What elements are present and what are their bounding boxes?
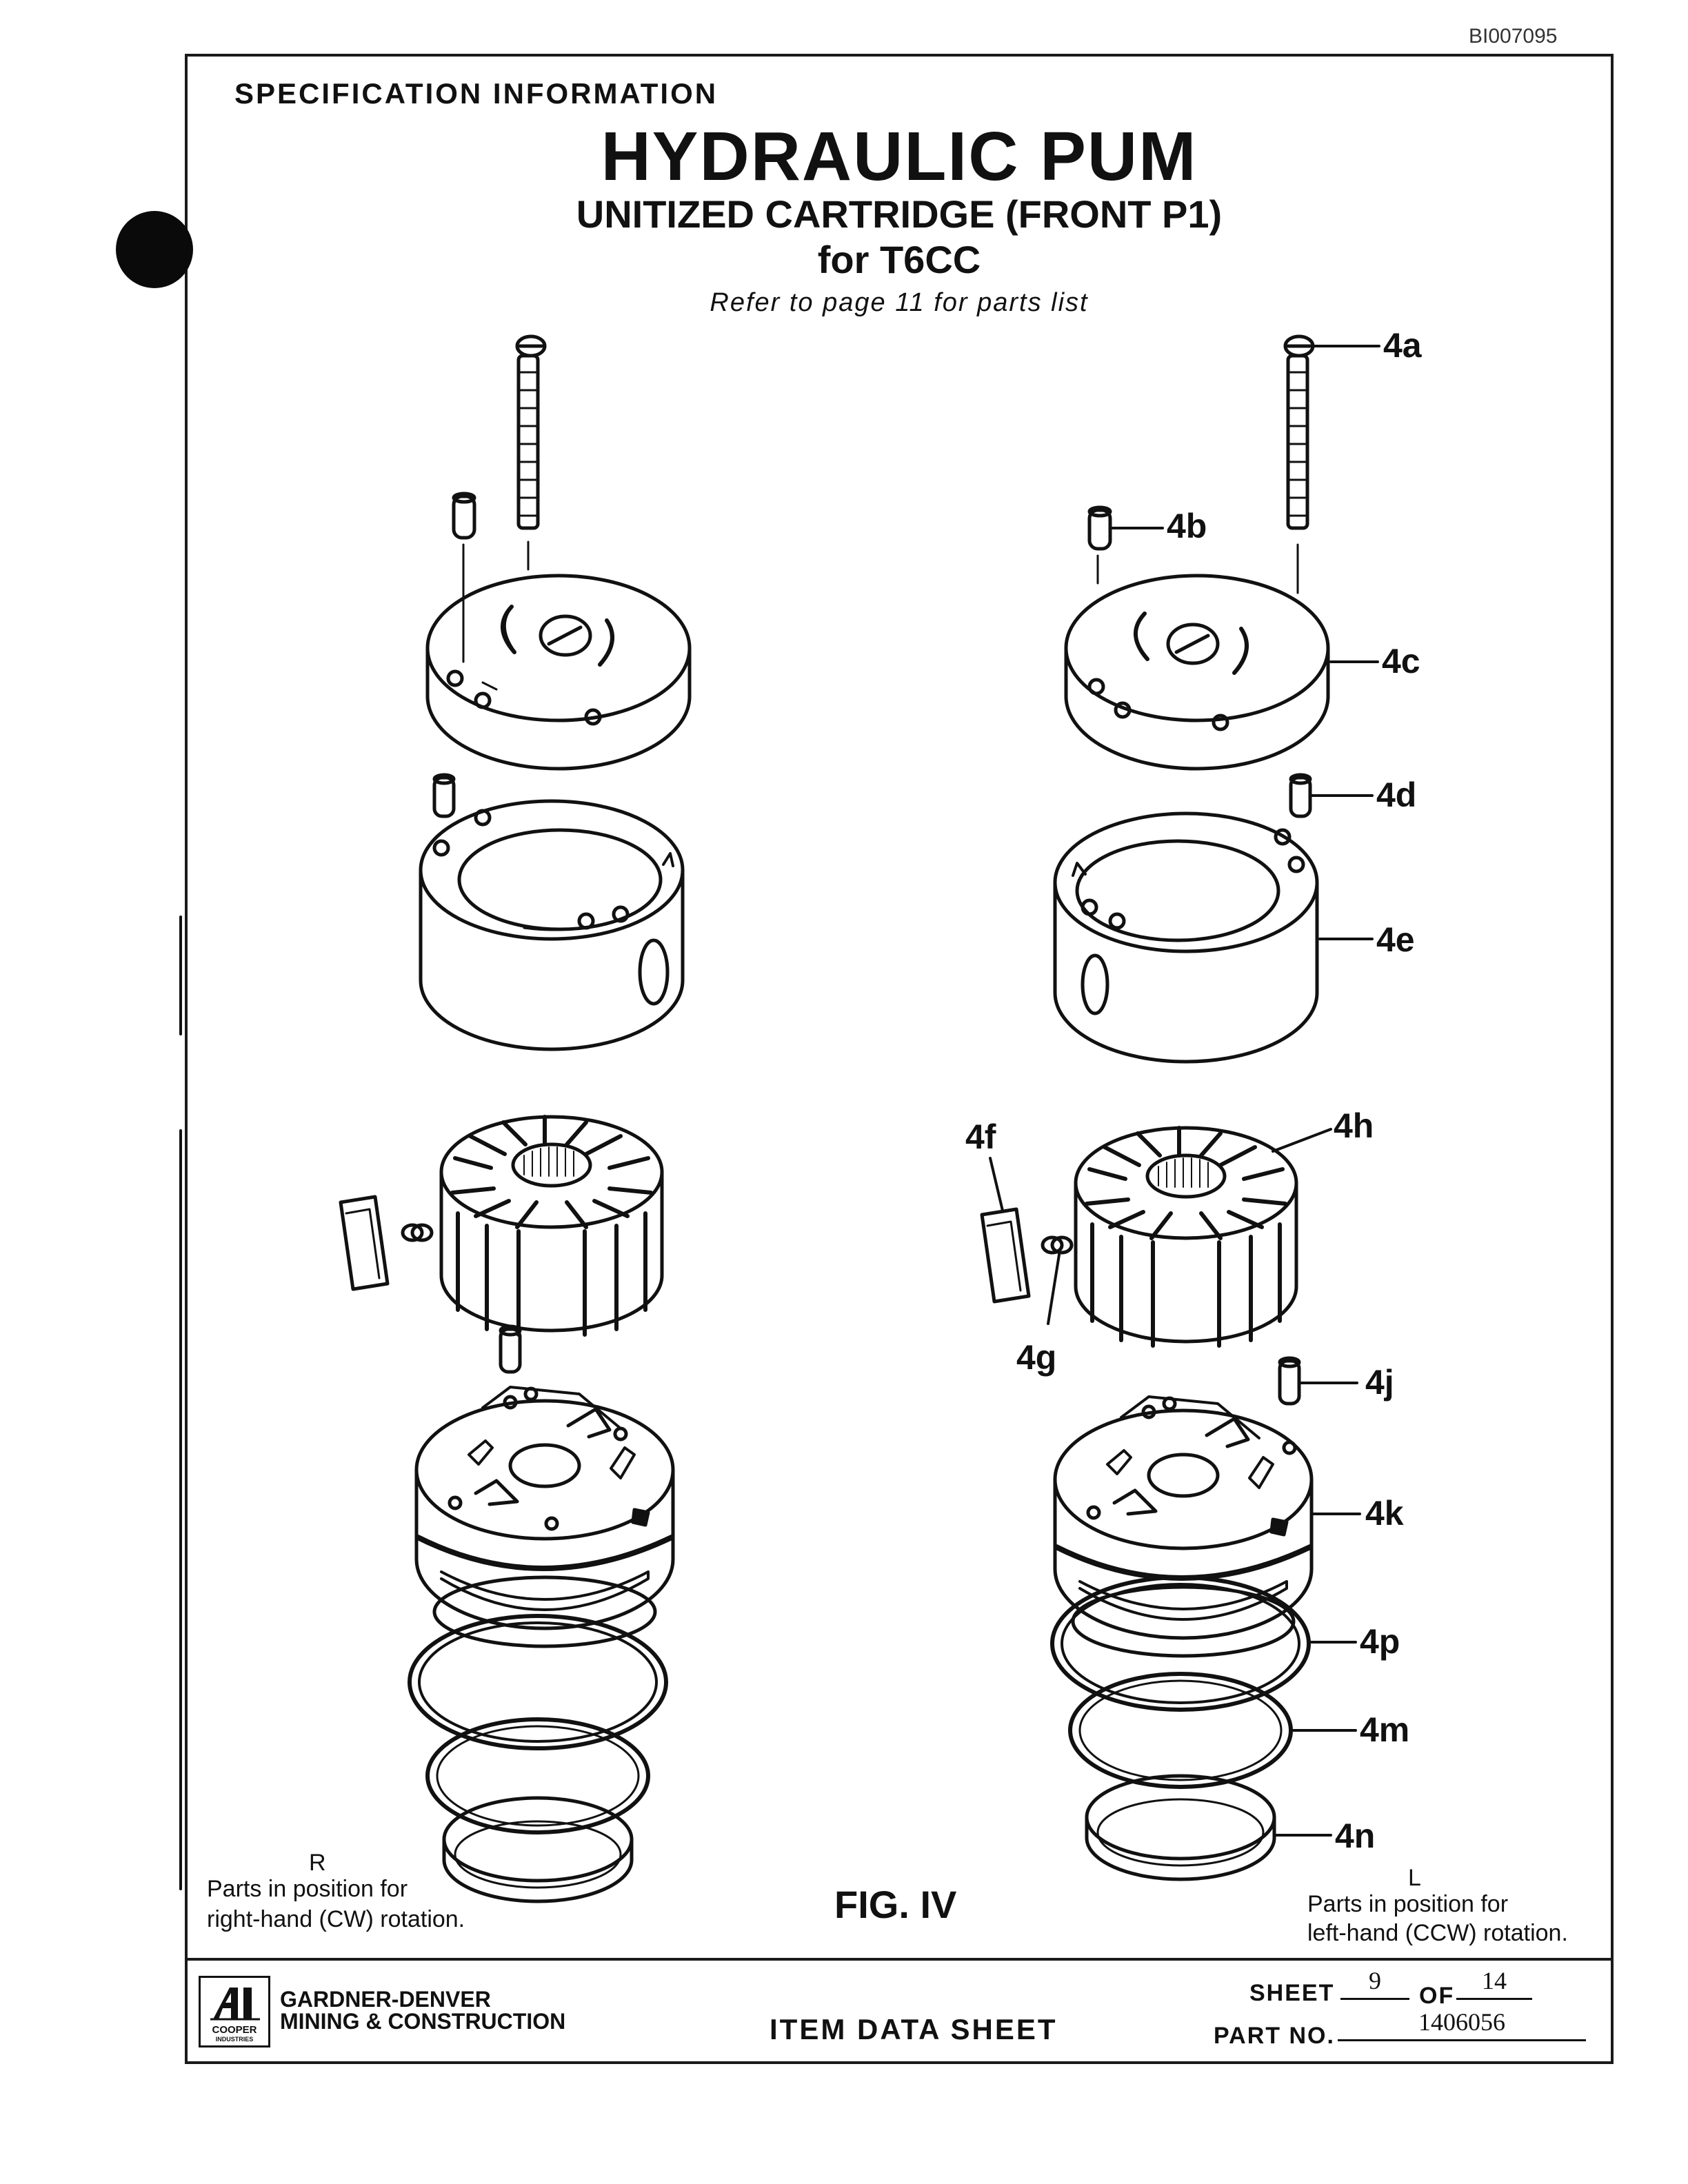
cooper-logo-icon <box>210 1988 260 2021</box>
seal-ring-left-1-icon <box>408 1614 668 1750</box>
seal-ring-left-2-icon <box>425 1717 650 1834</box>
callout-4a: 4a <box>1383 326 1422 365</box>
dowel-pin-right-2-icon <box>1289 773 1374 818</box>
sheet-label: SHEET <box>1249 1980 1335 2006</box>
cam-ring-right-icon <box>1053 811 1374 1064</box>
part-number: 1406056 <box>1338 2008 1586 2041</box>
punch-hole <box>116 211 193 288</box>
left-hand-caption-line1: Parts in position for <box>1307 1891 1509 1917</box>
cam-ring-left-icon <box>419 799 685 1051</box>
dowel-pin-right-1-icon <box>1087 505 1164 585</box>
sheet-total: 14 <box>1456 1966 1532 2000</box>
seal-ring-right-3-icon <box>1085 1774 1332 1881</box>
callout-4d: 4d <box>1376 776 1417 814</box>
logo-text: COOPER INDUSTRIES <box>201 2025 268 2043</box>
end-cover-right-icon <box>1064 574 1379 771</box>
seal-ring-left-3-icon <box>442 1796 634 1903</box>
sheet-title: ITEM DATA SHEET <box>770 2013 1058 2045</box>
left-hand-caption-line2: left-hand (CCW) rotation. <box>1307 1920 1568 1946</box>
pin-right-icon <box>1041 1235 1074 1325</box>
document-id: BI007095 <box>1469 25 1558 48</box>
callout-4k: 4k <box>1365 1494 1404 1533</box>
of-label: OF <box>1419 1983 1455 2009</box>
callout-4c: 4c <box>1382 642 1420 680</box>
screw-right-icon <box>1283 334 1380 594</box>
refer-note: Refer to page 11 for parts list <box>710 288 1089 317</box>
company-line2: MINING & CONSTRUCTION <box>280 2009 566 2034</box>
callout-4f: 4f <box>965 1118 996 1156</box>
left-hand-letter: L <box>1408 1865 1421 1891</box>
rotor-right-icon <box>1074 1126 1332 1348</box>
callout-4h: 4h <box>1334 1106 1374 1145</box>
callout-4e: 4e <box>1376 920 1415 959</box>
dowel-pin-left-1-icon <box>452 492 476 663</box>
right-hand-caption-line2: right-hand (CW) rotation. <box>207 1906 465 1932</box>
callout-4m: 4m <box>1360 1710 1410 1749</box>
callout-4j: 4j <box>1365 1363 1394 1402</box>
dowel-pin-left-2-icon <box>432 773 456 818</box>
page-subtitle: UNITIZED CARTRIDGE (FRONT P1) <box>576 192 1223 236</box>
logo-text-line2: INDUSTRIES <box>215 2036 254 2043</box>
model-label: for T6CC <box>817 238 981 281</box>
sheet-number: 9 <box>1340 1966 1409 2000</box>
screw-left-icon <box>515 334 547 571</box>
callout-4g: 4g <box>1016 1338 1057 1377</box>
pin-left-icon <box>401 1223 434 1242</box>
callout-4n: 4n <box>1335 1817 1376 1855</box>
part-number-label: PART NO. <box>1214 2023 1335 2049</box>
seal-ring-right-1-icon <box>1050 1575 1357 1712</box>
company-line1: GARDNER-DENVER <box>280 1987 491 2012</box>
company-name: GARDNER-DENVER MINING & CONSTRUCTION <box>280 1988 565 2032</box>
port-plate-left-icon <box>414 1386 675 1648</box>
spec-label: SPECIFICATION INFORMATION <box>234 77 719 110</box>
vane-right-icon <box>980 1157 1031 1304</box>
callout-4p: 4p <box>1360 1622 1400 1661</box>
page-title: HYDRAULIC PUM <box>601 118 1198 195</box>
right-hand-caption-line1: Parts in position for <box>207 1876 408 1902</box>
dowel-pin-right-3-icon <box>1278 1356 1358 1406</box>
callout-4b: 4b <box>1167 507 1207 545</box>
footer-divider <box>185 1958 1614 1961</box>
rotor-left-icon <box>439 1115 664 1337</box>
seal-ring-right-2-icon <box>1068 1672 1357 1789</box>
end-cover-left-icon <box>425 574 692 771</box>
logo-text-line1: COOPER <box>212 2024 257 2036</box>
cooper-logo: COOPER INDUSTRIES <box>199 1976 270 2048</box>
dowel-pin-left-3-icon <box>499 1324 522 1374</box>
right-hand-letter: R <box>309 1850 326 1876</box>
vane-left-icon <box>339 1195 390 1291</box>
figure-label: FIG. IV <box>834 1883 957 1926</box>
page-frame <box>185 54 1614 2064</box>
port-plate-right-icon <box>1053 1395 1361 1658</box>
